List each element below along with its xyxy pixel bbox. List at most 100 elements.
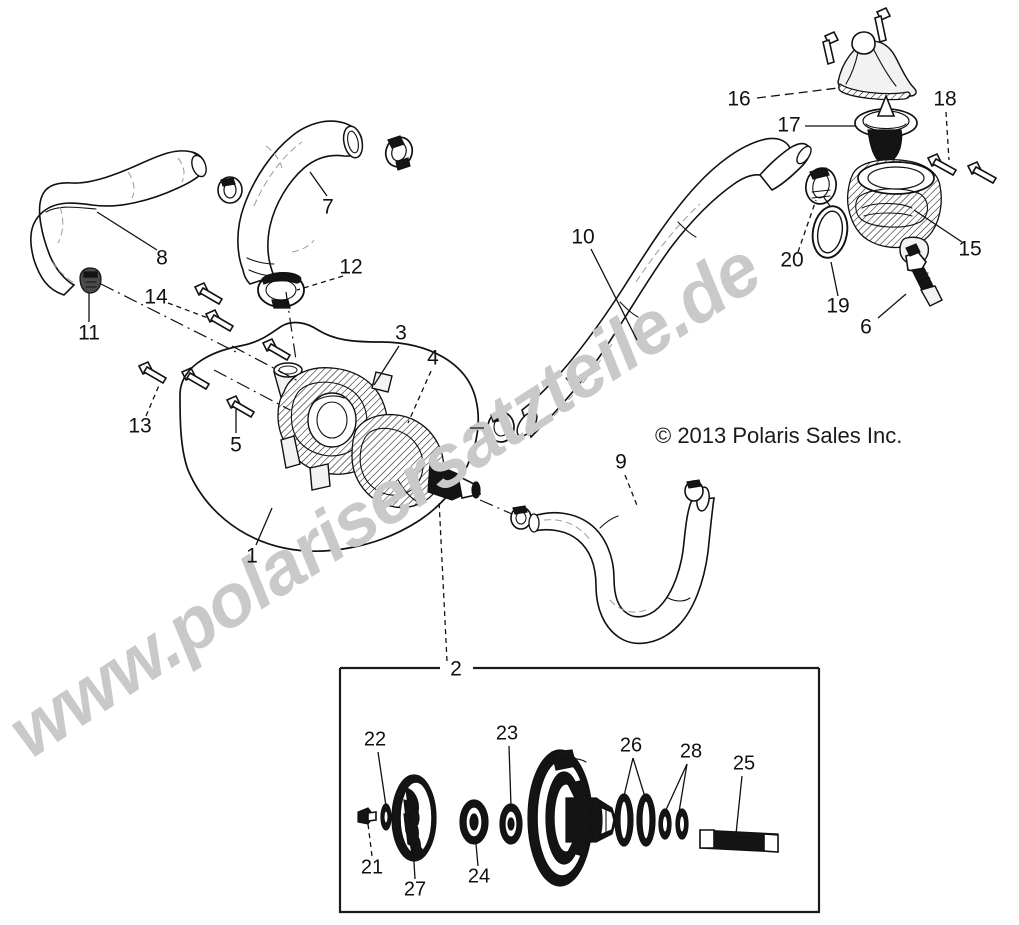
part-hose-clamp-7-left: [217, 176, 243, 204]
part-hose-clamp-small: [79, 267, 102, 294]
part-water-pump-assembly: [273, 362, 481, 509]
leader-28b: [678, 763, 688, 813]
part-hose-clamp-thermostat: [805, 167, 837, 205]
callout-7: 7: [322, 196, 334, 219]
assembly-line-f: [479, 499, 513, 515]
assembly-line-g: [822, 195, 831, 207]
leader-12: [296, 275, 344, 291]
callout-20: 20: [780, 249, 803, 272]
bolt-18-cover-a: [822, 30, 840, 66]
callout-22: 22: [364, 728, 386, 750]
bolt-5-b: [225, 394, 256, 419]
part-temperature-sensor: [905, 243, 943, 307]
callout-3: 3: [395, 322, 407, 345]
callout-12: 12: [339, 256, 362, 279]
leader-lines-inset: [367, 745, 743, 880]
part-pump-cover-body: [527, 749, 617, 887]
leader-2: [438, 499, 448, 662]
part-hose-clamp-9-right: [684, 479, 704, 502]
leader-19: [830, 261, 839, 297]
callout-6: 6: [860, 316, 872, 339]
leader-28a: [664, 763, 688, 813]
callout-2: 2: [450, 658, 462, 681]
leader-10: [590, 248, 638, 341]
part-hose-clamp-large: [257, 272, 305, 309]
callout-11: 11: [78, 322, 100, 345]
leader-18: [945, 111, 950, 161]
callout-28: 28: [680, 740, 702, 762]
leader-22: [377, 751, 387, 807]
leader-1: [255, 507, 273, 546]
part-thermostat-cover: [837, 31, 917, 101]
leader-23: [508, 745, 512, 807]
leader-7: [309, 171, 328, 197]
part-long-coolant-hose: [516, 137, 812, 439]
assembly-line-d: [285, 291, 297, 361]
callout-numbers-inset: 21 22 23 24 25 26 27 28: [361, 722, 755, 900]
part-circlip-pair: [658, 808, 689, 840]
callout-27: 27: [404, 878, 426, 900]
leader-6: [877, 293, 907, 319]
callout-numbers-main: 1 2 3 4 5 6 7 8 9 10 11 12 13 14 15 16 1…: [78, 88, 982, 681]
part-pump-shaft: [699, 829, 779, 853]
leader-lines-main: [88, 87, 963, 662]
part-o-ring-seal: [811, 205, 849, 259]
leader-16: [756, 87, 839, 99]
callout-26: 26: [620, 734, 642, 756]
leader-27: [412, 845, 416, 880]
leader-25: [735, 775, 743, 835]
leader-21: [367, 823, 373, 857]
bolt-14-b: [204, 308, 235, 333]
inset-frame-group: [338, 666, 821, 914]
assembly-line-c: [213, 369, 291, 411]
callout-19: 19: [826, 295, 849, 318]
callout-8: 8: [156, 247, 168, 270]
callout-25: 25: [733, 752, 755, 774]
inset-exploded-pump: [357, 749, 779, 887]
callout-24: 24: [468, 865, 490, 887]
leader-26b: [632, 757, 646, 798]
part-bypass-hose: [30, 150, 207, 296]
callout-18: 18: [933, 88, 956, 111]
bolt-13: [137, 360, 168, 385]
leader-14: [167, 302, 209, 319]
bolt-18-cover-b: [874, 6, 892, 44]
part-housing-bolts: [822, 6, 998, 185]
assembly-line-a: [100, 283, 237, 353]
part-bolts-group: [137, 281, 292, 419]
callout-17: 17: [777, 114, 800, 137]
leader-15: [913, 209, 963, 243]
part-hose-clamp-7-right: [384, 135, 414, 171]
part-impeller: [391, 774, 437, 862]
leader-13: [145, 382, 161, 417]
bolt-18-housing-b: [966, 160, 998, 185]
part-hose-clamp-9: [510, 505, 532, 530]
bolt-18-housing-a: [926, 152, 958, 177]
callout-16: 16: [727, 88, 750, 111]
callout-10: 10: [571, 226, 594, 249]
callout-13: 13: [128, 415, 151, 438]
bolt-14-a: [193, 281, 224, 306]
bolt-top-right-plate: [261, 337, 292, 362]
leader-26a: [623, 757, 634, 797]
callout-1: 1: [246, 545, 258, 568]
part-bearing: [459, 799, 489, 845]
callout-23: 23: [496, 722, 518, 744]
leader-3: [373, 345, 400, 386]
leader-8: [96, 211, 158, 251]
part-gasket-plate: [179, 321, 480, 552]
callout-14: 14: [144, 286, 168, 309]
callout-15: 15: [958, 238, 981, 261]
assembly-line-b: [231, 345, 301, 383]
callout-21: 21: [361, 856, 383, 878]
callout-4: 4: [427, 347, 439, 370]
leader-4: [407, 370, 432, 424]
copyright-notice: © 2013 Polaris Sales Inc.: [655, 423, 902, 448]
callout-5: 5: [230, 434, 242, 457]
part-hose-grommet-mid: [487, 411, 515, 443]
callout-9: 9: [615, 451, 627, 474]
leader-20: [797, 199, 817, 253]
